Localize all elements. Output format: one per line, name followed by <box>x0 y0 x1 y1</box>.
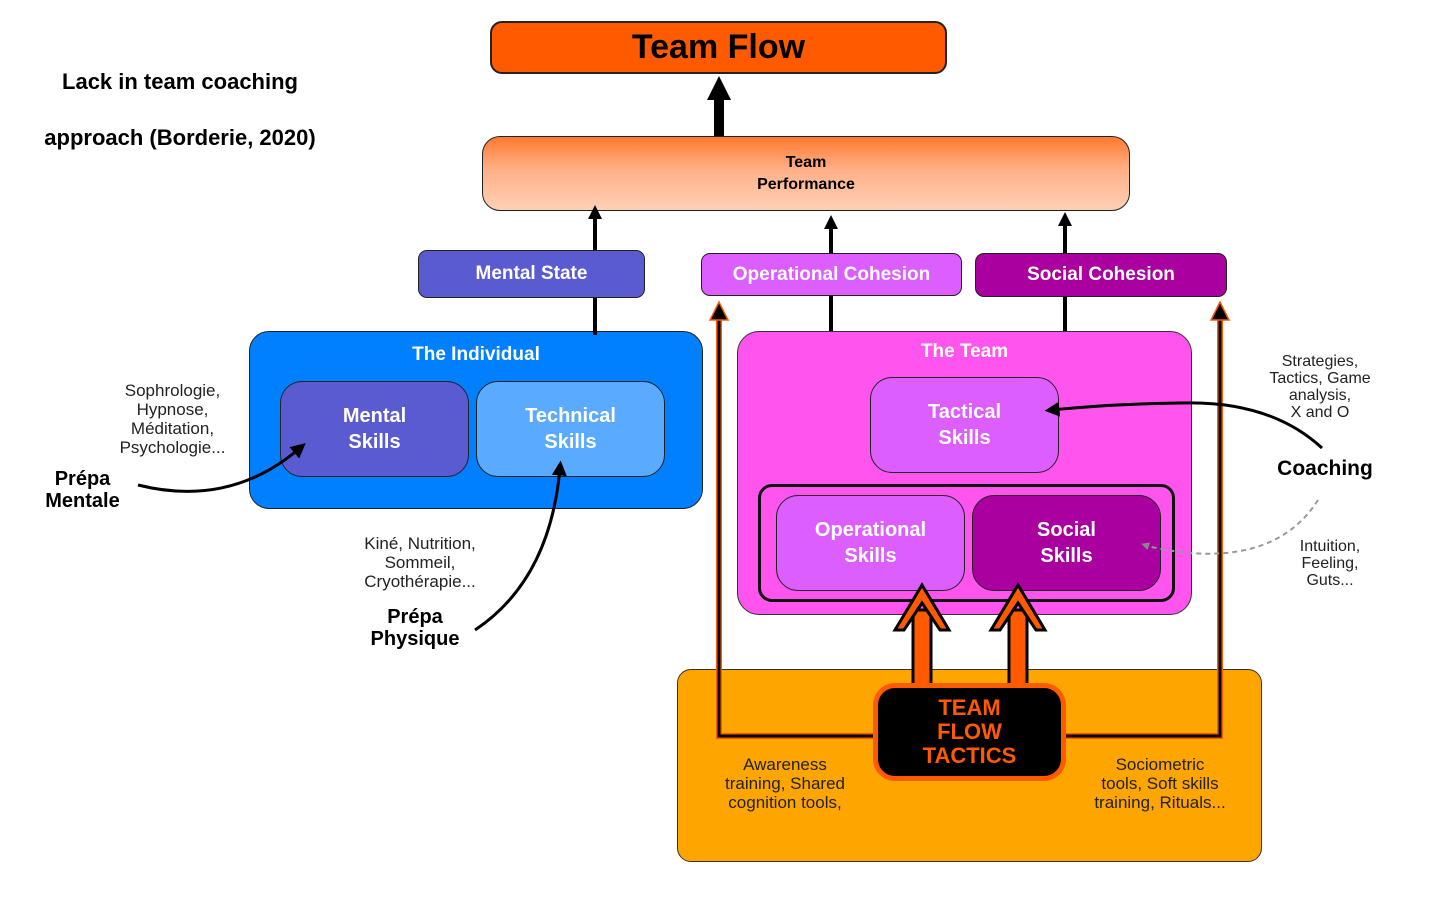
mental-state-label: Mental State <box>475 263 588 284</box>
social-skills-label: Social Skills <box>1037 519 1096 567</box>
mental-skills-label: Mental Skills <box>342 405 407 453</box>
caption: Lack in team coaching approach (Borderie… <box>10 40 350 180</box>
arrow-mental-state-to-performance <box>588 205 602 250</box>
operational-cohesion-label: Operational Cohesion <box>732 263 931 285</box>
technical-skills-label: Technical Skills <box>525 405 616 453</box>
team-performance-label: Team Performance <box>757 153 855 193</box>
coaching-methods-text: Strategies, Tactics, Game analysis, X an… <box>1269 353 1371 421</box>
team-flow-tactics-label: TEAM FLOW TACTICS <box>922 695 1017 768</box>
mental-methods-text: Sophrologie, Hypnose, Méditation, Psycho… <box>119 381 226 457</box>
right-tools-text: Sociometric tools, Soft skills training,… <box>1094 755 1226 812</box>
left-tools-text: Awareness training, Shared cognition too… <box>724 755 846 812</box>
caption-line-2: approach (Borderie, 2020) <box>44 125 316 150</box>
mental-state-box: Mental State <box>418 250 645 298</box>
team-performance-box: Team Performance <box>482 136 1130 211</box>
social-cohesion-label: Social Cohesion <box>1027 264 1175 285</box>
caption-line-1: Lack in team coaching <box>62 69 298 94</box>
intuition-text: Intuition, Feeling, Guts... <box>1299 538 1361 589</box>
team-title: The Team <box>920 341 1009 362</box>
prepa-physique-label: Prépa Physique <box>370 606 460 650</box>
operational-skills-box: Operational Skills <box>776 495 965 591</box>
coaching-label: Coaching <box>1277 457 1373 480</box>
arrow-performance-to-flow <box>707 76 731 136</box>
operational-skills-label: Operational Skills <box>814 519 927 567</box>
social-cohesion-box: Social Cohesion <box>975 253 1227 297</box>
team-flow-tactics-box: TEAM FLOW TACTICS <box>873 683 1066 781</box>
social-skills-box: Social Skills <box>972 495 1161 591</box>
mental-skills-box: Mental Skills <box>280 381 469 477</box>
arrow-social-cohesion-to-performance <box>1058 212 1072 253</box>
individual-title: The Individual <box>412 344 540 365</box>
operational-cohesion-box: Operational Cohesion <box>701 253 962 296</box>
physical-methods-text: Kiné, Nutrition, Sommeil, Cryothérapie..… <box>364 534 476 591</box>
team-flow-box: Team Flow <box>490 21 947 74</box>
tactical-skills-box: Tactical Skills <box>870 377 1059 473</box>
technical-skills-box: Technical Skills <box>476 381 665 477</box>
prepa-mentale-label: Prépa Mentale <box>45 468 120 512</box>
arrow-operational-cohesion-to-performance <box>824 215 838 253</box>
tactical-skills-label: Tactical Skills <box>928 401 1001 449</box>
team-flow-label: Team Flow <box>631 28 806 66</box>
